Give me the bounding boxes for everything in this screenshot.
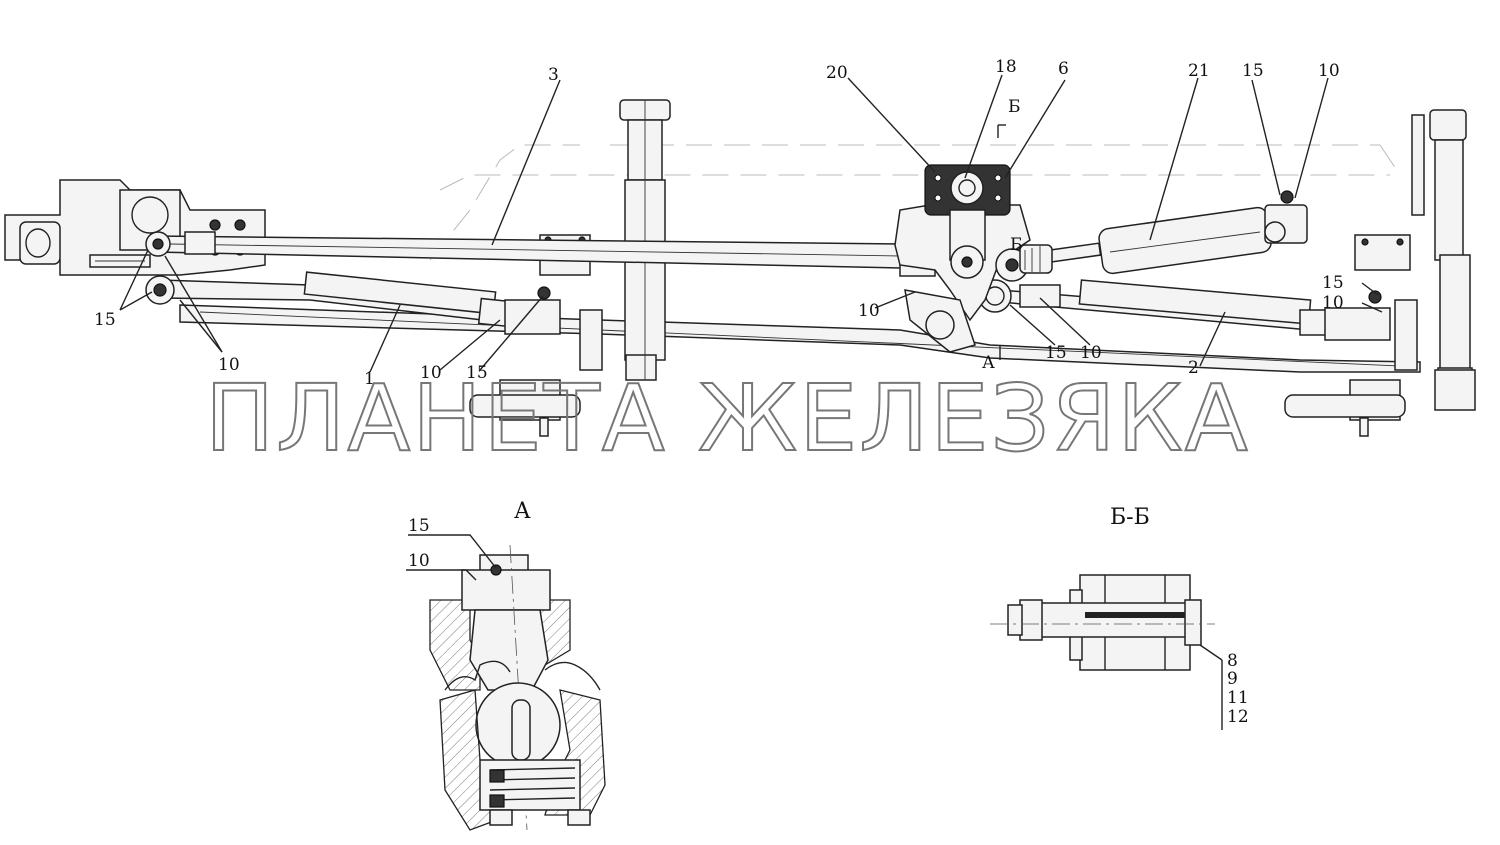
callout-20: 20	[826, 63, 848, 83]
callout-10-left: 10	[218, 355, 240, 375]
callout-10-center-2: 10	[1080, 343, 1102, 363]
callout-21: 21	[1188, 61, 1210, 81]
section-bb-callout-8: 8	[1227, 651, 1238, 671]
view-a-callout-15: 15	[408, 516, 430, 536]
view-a-detail: А 15 10	[406, 499, 606, 831]
section-bb-title: Б-Б	[1110, 505, 1150, 530]
section-markers	[997, 124, 1006, 360]
section-bb-callout-11: 11	[1227, 688, 1249, 708]
tie-rod-1	[145, 271, 561, 335]
callout-15-left: 15	[94, 310, 116, 330]
callout-15-center: 15	[1045, 343, 1067, 363]
callout-10-right: 10	[1322, 293, 1344, 313]
callout-6: 6	[1058, 59, 1069, 79]
bellcrank-assembly	[894, 164, 1031, 353]
callout-10-center: 10	[858, 301, 880, 321]
leader-lines	[119, 74, 1383, 373]
callout-3: 3	[548, 65, 559, 85]
section-mark-b-bottom: Б	[1010, 235, 1023, 255]
callout-15-mid: 15	[466, 363, 488, 383]
callout-15-top-right: 15	[1242, 61, 1264, 81]
right-shock-absorber	[1411, 109, 1473, 391]
view-mark-a: А	[982, 353, 995, 373]
left-knuckle	[469, 309, 603, 437]
tie-rod-2	[978, 279, 1391, 341]
steering-gear-housing	[4, 179, 266, 276]
section-mark-b-top: Б	[1008, 97, 1021, 117]
section-bb-callout-12: 12	[1227, 707, 1249, 727]
callout-1: 1	[364, 369, 375, 389]
left-shock-absorber	[619, 99, 671, 381]
callout-2: 2	[1188, 358, 1199, 378]
view-a-callout-10: 10	[408, 551, 430, 571]
section-bb-detail: Б-Б 8 9 11 12	[990, 505, 1249, 730]
frame-outline	[429, 144, 1401, 261]
callout-10-top-right: 10	[1318, 61, 1340, 81]
watermark: ПЛАНЕТА ЖЕЛЕЗЯКА	[205, 365, 1250, 472]
callout-15-right: 15	[1322, 273, 1344, 293]
main-callouts: 3 20 18 6 21 15 10 15 10 1 10 15 10 15 1…	[94, 57, 1344, 389]
callout-18: 18	[995, 57, 1017, 77]
view-a-title: А	[514, 499, 531, 524]
section-bb-callout-9: 9	[1227, 669, 1238, 689]
power-cylinder-21	[1019, 190, 1308, 275]
callout-10-mid: 10	[420, 363, 442, 383]
right-knuckle	[1284, 299, 1476, 437]
